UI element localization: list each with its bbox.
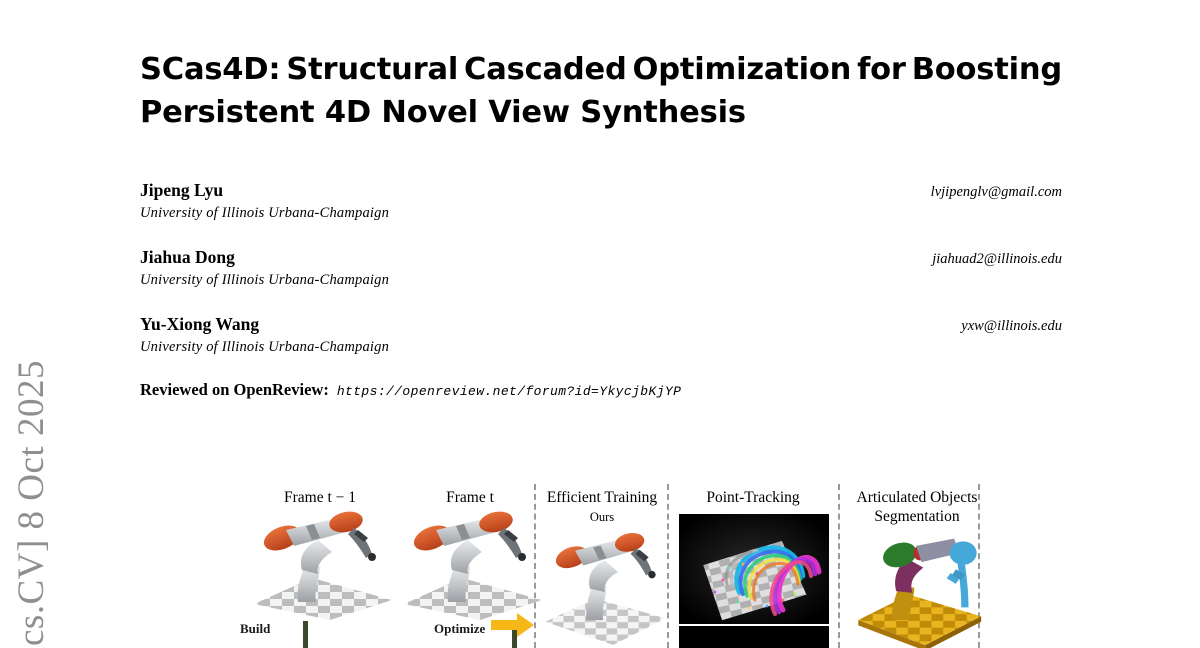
panel-frame-t-minus-1: Frame t − 1: [240, 484, 400, 648]
author-name: Yu-Xiong Wang: [140, 314, 260, 334]
right-arrow-svg: [491, 613, 534, 637]
panel-subcaption-ours: Ours: [589, 510, 615, 524]
title-word: Cascaded: [464, 52, 627, 87]
author-entry-1: Jipeng Lyu lvjipenglv@gmail.com Universi…: [140, 180, 1062, 222]
checkerboard-floor: [545, 598, 666, 645]
robot-arm-render: [396, 508, 546, 620]
title-word: Boosting: [911, 52, 1062, 87]
panel-caption: Frame t − 1: [283, 489, 357, 506]
panel-separator: [534, 484, 536, 648]
panel-frame-t: Frame t: [390, 484, 550, 648]
author-affiliation: University of Illinois Urbana-Champaign: [140, 205, 390, 221]
tracked-points: [713, 562, 797, 610]
robot-arm-svg: [404, 511, 542, 620]
arxiv-stamp: cs.CV] 8 Oct 2025: [0, 0, 62, 648]
point-tracking-render: [679, 514, 829, 624]
robot-arm-svg: [545, 532, 666, 645]
motion-trails: [724, 545, 822, 616]
author-entry-2: Jiahua Dong jiahuad2@illinois.edu Univer…: [140, 247, 1062, 289]
author-row: Jiahua Dong jiahuad2@illinois.edu: [140, 247, 1062, 268]
author-email[interactable]: jiahuad2@illinois.edu: [932, 251, 1062, 267]
panel-caption: Frame t: [446, 489, 494, 506]
stage-label-build: Build: [240, 621, 271, 636]
point-tracking-render-lower: [679, 626, 829, 648]
stage-bar: [512, 621, 517, 648]
page-title: SCas4D: Structural Cascaded Optimization…: [140, 48, 1062, 134]
panel-separator: [978, 484, 980, 648]
panel-efficient-training: Efficient Training Ours: [538, 484, 666, 648]
teaser-figure: Frame t − 1: [232, 484, 992, 648]
checkerboard-floor: [404, 578, 542, 620]
author-email[interactable]: yxw@illinois.edu: [961, 318, 1062, 334]
author-row: Jipeng Lyu lvjipenglv@gmail.com: [140, 180, 1062, 201]
title-word: Structural: [286, 52, 459, 87]
robot-arm-svg: [254, 511, 392, 620]
panel-caption: Articulated Objects Segmentation: [856, 489, 978, 525]
author-row: Yu-Xiong Wang yxw@illinois.edu: [140, 314, 1062, 335]
panel-articulated-segmentation: Articulated Objects Segmentation: [842, 484, 992, 648]
checkerboard-floor: [254, 578, 392, 620]
page-title-line1: SCas4D: Structural Cascaded Optimization…: [140, 48, 1062, 91]
title-word: for: [857, 52, 906, 87]
right-arrow-icon: [491, 612, 535, 638]
author-entry-3: Yu-Xiong Wang yxw@illinois.edu Universit…: [140, 314, 1062, 356]
author-affiliation: University of Illinois Urbana-Champaign: [140, 272, 390, 288]
reviewed-on-openreview: Reviewed on OpenReview: https://openrevi…: [140, 380, 681, 400]
checkerboard-floor-gold: [858, 594, 982, 648]
panel-caption: Efficient Training: [546, 489, 658, 506]
robot-arm-render: [542, 526, 666, 648]
reviewed-label: Reviewed on OpenReview:: [140, 380, 329, 399]
author-name: Jipeng Lyu: [140, 180, 224, 200]
panel-separator: [667, 484, 669, 648]
stage-bar: [303, 621, 308, 648]
author-affiliation: University of Illinois Urbana-Champaign: [140, 339, 390, 355]
title-word: Optimization: [632, 52, 852, 87]
openreview-link[interactable]: https://openreview.net/forum?id=YkycjbKj…: [336, 384, 682, 399]
segmentation-svg: [858, 538, 982, 648]
title-word: SCas4D:: [140, 52, 281, 87]
arxiv-stamp-text: cs.CV] 8 Oct 2025: [10, 360, 52, 646]
segmentation-render: [848, 526, 986, 648]
robot-arm-render: [246, 508, 396, 620]
point-tracking-svg: [679, 514, 829, 624]
page-title-line2: Persistent 4D Novel View Synthesis: [140, 95, 746, 130]
panel-point-tracking: Point-Tracking: [671, 484, 835, 648]
panel-caption: Point-Tracking: [706, 489, 800, 506]
panel-separator: [838, 484, 840, 648]
stage-label-optimize: Optimize: [434, 621, 486, 636]
author-name: Jiahua Dong: [140, 247, 235, 267]
author-email[interactable]: lvjipenglv@gmail.com: [930, 184, 1062, 200]
